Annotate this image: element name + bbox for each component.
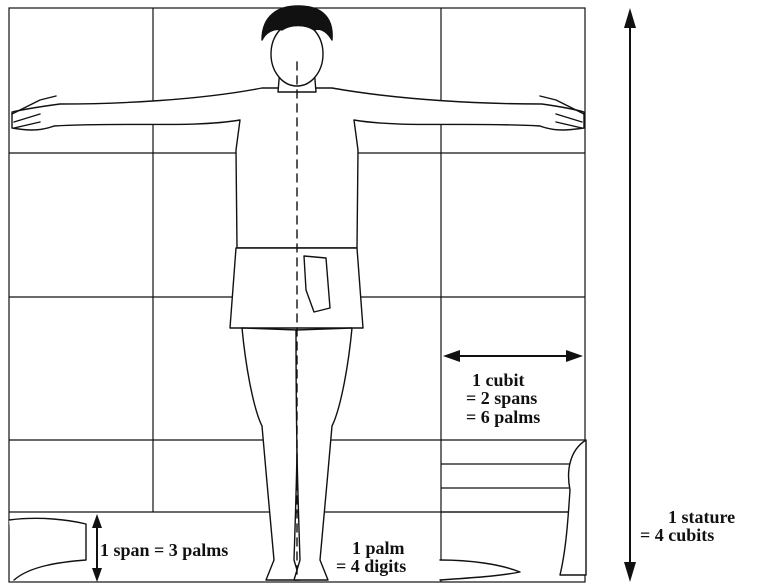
stature-label-line-2: = 4 cubits (640, 526, 735, 544)
left-leg (242, 328, 300, 580)
cubit-label-line-1: 1 cubit (466, 371, 540, 389)
stature-arrow-head-bottom (624, 562, 636, 582)
palm-hand (440, 560, 520, 580)
human-figure (9, 6, 586, 580)
span-arrow-head-top (92, 514, 102, 528)
palm-label-line-2: = 4 digits (336, 557, 406, 575)
cubit-label-line-2: = 2 spans (466, 389, 540, 407)
palm-label: 1 palm = 4 digits (336, 539, 406, 576)
cubit-arrow-head-left (443, 350, 460, 362)
stature-label-line-1: 1 stature (640, 508, 735, 526)
cubit-arm (560, 440, 586, 575)
stature-arrow-head-top (624, 8, 636, 28)
span-arrow-head-bottom (92, 568, 102, 582)
palm-label-line-1: 1 palm (336, 539, 406, 557)
span-label: 1 span = 3 palms (100, 541, 228, 559)
stature-label: 1 stature = 4 cubits (640, 508, 735, 545)
span-hand (9, 518, 86, 580)
arms-and-torso (12, 88, 584, 248)
cubit-arrow-head-right (566, 350, 583, 362)
cubit-label: 1 cubit = 2 spans = 6 palms (466, 371, 540, 426)
cubit-label-line-3: = 6 palms (466, 408, 540, 426)
